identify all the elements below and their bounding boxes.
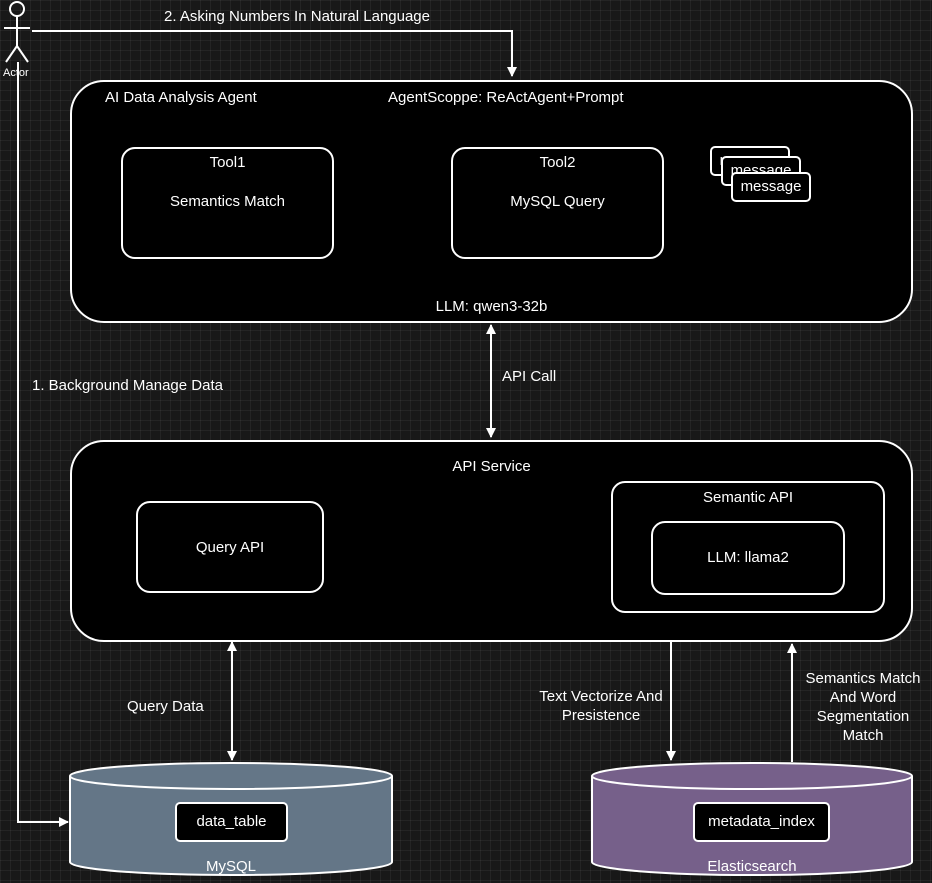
- tool2-box: Tool2 MySQL Query: [451, 147, 664, 259]
- tool1-name: Semantics Match: [169, 193, 286, 210]
- vectorize-label: Text Vectorize And Presistence: [539, 688, 663, 724]
- semantic-api-title: Semantic API: [702, 489, 794, 506]
- asking-edge: [32, 30, 517, 77]
- query-api-label: Query API: [195, 539, 265, 556]
- background-label: 1. Background Manage Data: [32, 377, 223, 394]
- actor-label: Actor: [3, 67, 29, 79]
- mysql-table-tag: data_table: [175, 802, 288, 842]
- message-card-front: message: [731, 172, 811, 202]
- agent-title: AI Data Analysis Agent: [105, 89, 257, 106]
- tool1-title: Tool1: [209, 154, 246, 171]
- query-data-label: Query Data: [127, 698, 204, 715]
- mysql-label: MySQL: [205, 858, 256, 875]
- asking-label: 2. Asking Numbers In Natural Language: [164, 8, 430, 25]
- api-service-title: API Service: [452, 458, 531, 475]
- llm-llama2-box: LLM: llama2: [651, 521, 845, 595]
- query-api-box: Query API: [136, 501, 324, 593]
- semantic-api-box: Semantic API LLM: llama2: [611, 481, 885, 613]
- background-edge: [17, 62, 69, 827]
- semantics-match-label: Semantics Match And Word Segmentation Ma…: [805, 670, 921, 744]
- tool2-name: MySQL Query: [510, 193, 605, 210]
- tool2-title: Tool2: [539, 154, 576, 171]
- api-call-label: API Call: [502, 368, 557, 385]
- elasticsearch-label: Elasticsearch: [707, 858, 797, 875]
- api-service-container: API Service Query API Semantic API LLM: …: [70, 440, 913, 642]
- tool1-box: Tool1 Semantics Match: [121, 147, 334, 259]
- agent-scope: AgentScoppe: ReActAgent+Prompt: [388, 89, 624, 106]
- elasticsearch-index-tag: metadata_index: [693, 802, 830, 842]
- agent-container: AI Data Analysis Agent AgentScoppe: ReAc…: [70, 80, 913, 323]
- actor-stick-figure-icon: [4, 1, 30, 63]
- agent-llm: LLM: qwen3-32b: [435, 298, 548, 315]
- llm-llama2-label: LLM: llama2: [707, 549, 789, 566]
